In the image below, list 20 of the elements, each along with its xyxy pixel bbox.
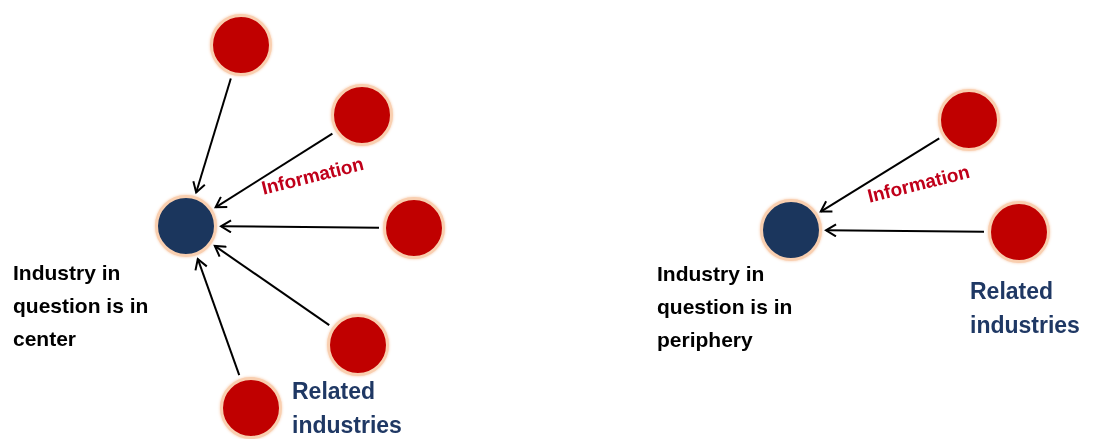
related-industry-circle (383, 197, 445, 259)
related-industry-circle (988, 201, 1050, 263)
arrow (213, 244, 331, 327)
arrow (192, 77, 232, 194)
arrow (194, 257, 241, 377)
industry-circle (760, 199, 822, 261)
arrow (825, 223, 985, 238)
industry-circle (155, 195, 217, 257)
related-industry-circle (220, 377, 282, 439)
related-industry-circle (210, 14, 272, 76)
caption-text: Industry in question is in center (13, 260, 150, 352)
arrow (220, 219, 380, 234)
label-text: Related industries (292, 377, 403, 439)
arrow (214, 132, 334, 209)
related-industry-circle (327, 314, 389, 376)
related-industry-circle (331, 84, 393, 146)
related-industry-circle (938, 89, 1000, 151)
arrow (819, 137, 941, 213)
caption-text: Industry in question is in periphery (657, 261, 794, 353)
label-text: Related industries (970, 277, 1081, 340)
